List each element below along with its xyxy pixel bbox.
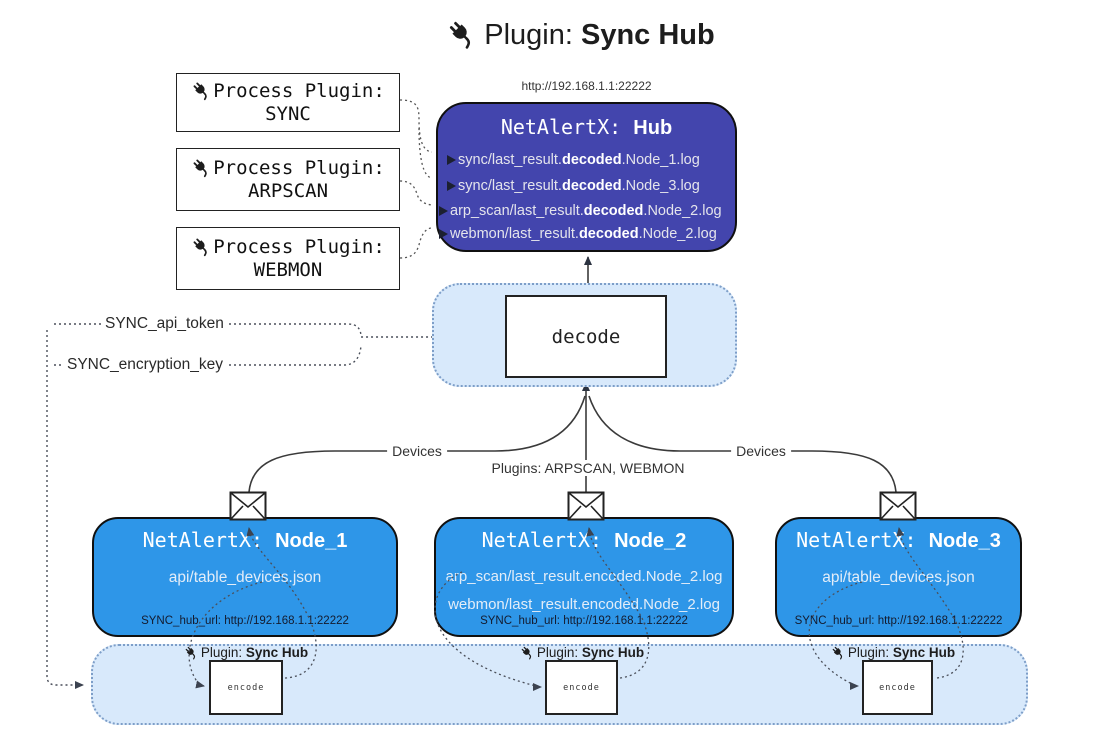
node-box-node-1: NetAlertX: Node_1 api/table_devices.json…: [92, 517, 398, 637]
process-plugin-name: ARPSCAN: [247, 180, 329, 202]
arrow-right-icon: [439, 228, 448, 239]
hub-box: NetAlertX: Hub sync/last_result.decoded.…: [436, 102, 737, 252]
process-plugin-box-arpscan: Process Plugin: ARPSCAN: [176, 148, 400, 211]
title-prefix: Plugin:: [484, 19, 573, 51]
plug-icon: [185, 646, 196, 660]
process-plugin-box-webmon: Process Plugin: WEBMON: [176, 227, 400, 290]
node-file: api/table_devices.json: [822, 569, 975, 586]
process-plugin-name: SYNC: [265, 103, 311, 125]
setting-sync-encryption-key: SYNC_encryption_key: [64, 356, 226, 374]
process-plugin-label: Process Plugin:: [213, 236, 385, 258]
process-plugin-name: WEBMON: [253, 259, 323, 281]
flow-plugins-to-hub: [399, 99, 433, 259]
encode-box: encode: [209, 660, 283, 715]
arrow-right-icon: [439, 205, 448, 216]
hub-title: NetAlertX: Hub: [438, 115, 735, 140]
hub-file-row: arp_scan/last_result.decoded.Node_2.log: [438, 199, 735, 222]
encode-plugin-label: Plugin: Sync Hub: [184, 645, 308, 660]
envelope-icon: [229, 491, 267, 521]
encode-plugin-label: Plugin: Sync Hub: [831, 645, 955, 660]
process-plugin-label: Process Plugin:: [213, 80, 385, 102]
plug-icon: [193, 238, 207, 257]
node-box-node-2: NetAlertX: Node_2 arp_scan/last_result.e…: [434, 517, 734, 637]
hub-file-row: sync/last_result.decoded.Node_1.log: [438, 147, 735, 173]
arrow-right-icon: [447, 155, 456, 165]
hub-title-name: Hub: [633, 117, 673, 139]
node-title: NetAlertX: Node_3: [796, 528, 1001, 552]
envelope-icon: [879, 491, 917, 521]
flow-settings-to-encode-band: [46, 330, 84, 689]
arrow-right-icon: [447, 181, 456, 191]
plug-icon: [193, 159, 207, 178]
node-title: NetAlertX: Node_1: [142, 528, 348, 552]
node-hub-url: SYNC_hub_url: http://192.168.1.1:22222: [794, 615, 1003, 627]
edge-label-plugins: Plugins: ARPSCAN, WEBMON: [486, 460, 690, 476]
node-title: NetAlertX: Node_2: [481, 528, 687, 552]
encode-box: encode: [545, 660, 618, 715]
edge-label-devices-right: Devices: [731, 443, 791, 459]
plug-icon: [193, 82, 207, 101]
hub-file-row: sync/last_result.decoded.Node_3.log: [438, 173, 735, 199]
process-plugin-label: Process Plugin:: [213, 157, 385, 179]
plug-icon: [521, 646, 532, 660]
node-file: api/table_devices.json: [168, 569, 322, 586]
edge-label-devices-left: Devices: [387, 443, 447, 459]
node-box-node-3: NetAlertX: Node_3 api/table_devices.json…: [775, 517, 1022, 637]
hub-url: http://192.168.1.1:22222: [521, 79, 652, 93]
plug-icon: [832, 646, 843, 660]
process-plugin-box-sync: Process Plugin: SYNC: [176, 73, 400, 132]
setting-sync-api-token: SYNC_api_token: [102, 315, 227, 333]
hub-file-row: webmon/last_result.decoded.Node_2.log: [438, 222, 735, 245]
title-name: Sync Hub: [580, 19, 715, 51]
plug-icon: [450, 21, 471, 49]
node-file: arp_scan/last_result.encoded.Node_2.log: [445, 568, 723, 585]
decode-box: decode: [505, 295, 667, 378]
encode-plugin-label: Plugin: Sync Hub: [520, 645, 644, 660]
envelope-icon: [567, 491, 605, 521]
encode-box: encode: [862, 660, 933, 715]
node-hub-url: SYNC_hub_url: http://192.168.1.1:22222: [480, 615, 688, 627]
page-title: Plugin: Sync Hub: [0, 18, 1117, 52]
hub-title-prefix: NetAlertX:: [500, 115, 622, 139]
node-hub-url: SYNC_hub_url: http://192.168.1.1:22222: [141, 615, 349, 627]
